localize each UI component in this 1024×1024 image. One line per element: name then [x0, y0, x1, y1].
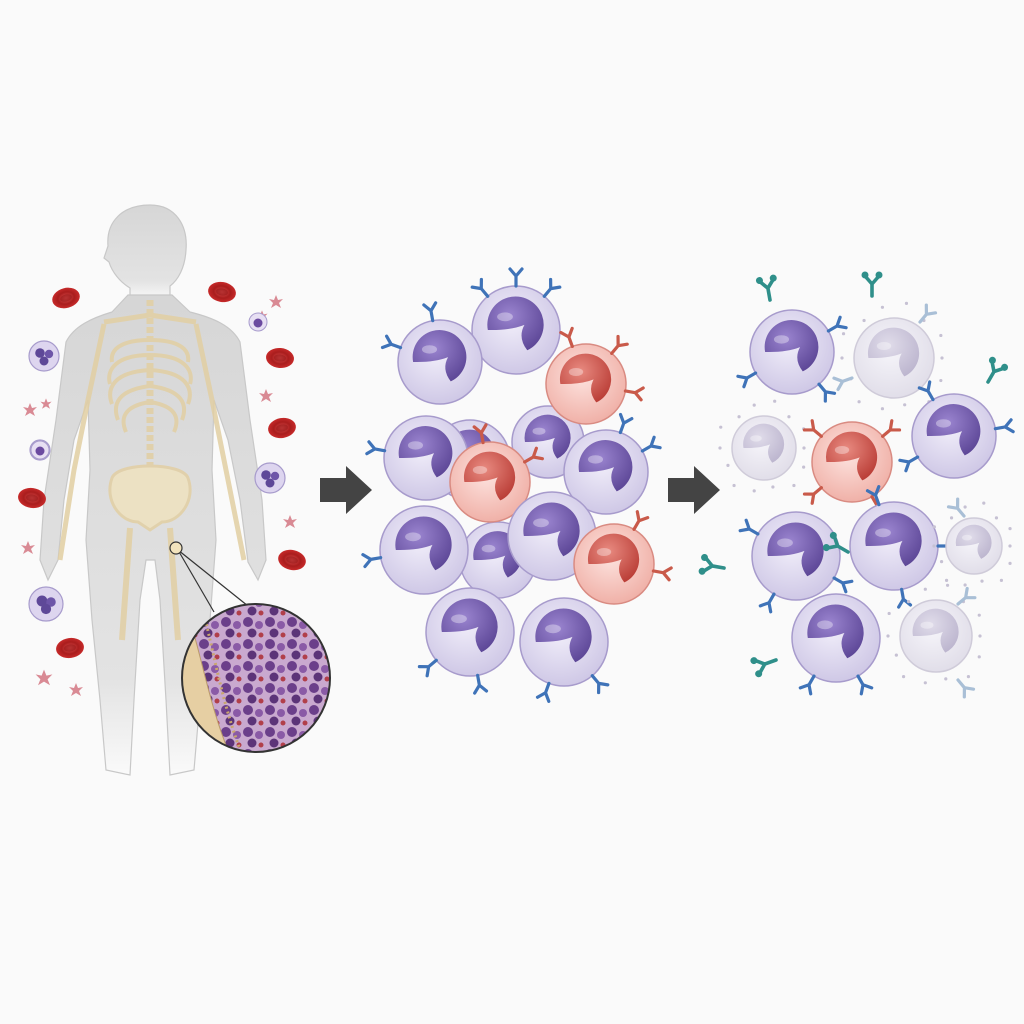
malignant-cell-icon: [573, 510, 673, 605]
receptor-icon: [832, 576, 854, 594]
dying-cell-icon: [932, 501, 1012, 587]
lymphocyte-icon: [563, 412, 662, 515]
dying-cell-icon: [886, 583, 982, 685]
red-blood-cell-icon: [18, 487, 46, 509]
receptor-icon: [473, 673, 489, 695]
receptor-icon: [917, 380, 935, 402]
red-blood-cell-icon: [278, 549, 306, 571]
receptor-icon: [897, 587, 913, 609]
arrow-right-icon: [320, 466, 372, 514]
malignant-cell-icon: [449, 423, 544, 523]
lymphocyte-icon: [849, 485, 957, 609]
receptor-icon: [758, 592, 776, 614]
malignant-expansion-panel: [361, 267, 673, 703]
receptor-icon: [798, 674, 816, 696]
receptor-icon: [365, 440, 387, 456]
receptor-icon: [590, 674, 610, 695]
red-blood-cell-icon: [56, 637, 84, 659]
receptor-icon: [802, 486, 823, 505]
skeleton-icon: [57, 300, 247, 641]
lymphocyte-icon: [380, 301, 483, 405]
magnifier-lines: [177, 549, 249, 613]
receptor-icon: [472, 423, 488, 445]
receptor-icon: [640, 435, 662, 453]
receptor-icon: [535, 681, 551, 703]
red-blood-cell-icon: [208, 281, 236, 303]
receptor-icon: [898, 455, 920, 473]
receptor-icon: [623, 386, 645, 402]
platelet-icon: [23, 403, 37, 416]
lymphocyte-icon: [365, 415, 469, 501]
platelet-icon: [69, 683, 83, 696]
receptor-icon: [918, 303, 938, 324]
malignant-cell-icon: [802, 419, 902, 516]
receptor-icon: [361, 553, 383, 569]
antibody-icon: [861, 271, 883, 298]
receptor-icon: [417, 658, 438, 678]
receptor-icon: [380, 334, 403, 350]
receptor-icon: [651, 566, 673, 582]
receptor-icon: [422, 301, 438, 323]
white-blood-cell-icon: [248, 312, 268, 332]
red-blood-cell-icon: [52, 287, 80, 309]
lymphocyte-icon: [738, 511, 854, 614]
white-blood-cell-icon: [254, 462, 286, 494]
antibody-icon: [986, 356, 1009, 384]
receptor-icon: [610, 334, 629, 355]
receptor-icon: [856, 674, 874, 696]
antibody-icon: [698, 553, 726, 575]
receptor-icon: [826, 315, 848, 333]
receptor-icon: [956, 586, 977, 606]
lymphocyte-icon: [898, 380, 1015, 479]
platelet-icon: [259, 389, 273, 402]
blood-components: [18, 281, 306, 696]
receptor-icon: [817, 382, 837, 403]
receptor-icon: [632, 510, 650, 531]
white-blood-cell-icon: [30, 440, 50, 460]
red-blood-cell-icon: [268, 417, 296, 439]
dying-cell-icon: [718, 399, 806, 493]
platelet-icon: [269, 295, 283, 308]
arrow-right-icon: [668, 466, 720, 514]
platelet-icon: [283, 515, 297, 528]
antibody-icon: [755, 274, 777, 302]
red-blood-cell-icon: [266, 347, 294, 369]
receptor-icon: [738, 518, 760, 536]
receptor-icon: [946, 497, 966, 518]
platelet-icon: [35, 669, 53, 686]
platelet-icon: [40, 398, 52, 409]
receptor-icon: [542, 277, 562, 298]
receptor-icon: [865, 485, 881, 507]
lymphocyte-icon: [470, 267, 562, 375]
receptor-icon: [559, 326, 574, 349]
lymphocyte-icon: [791, 593, 881, 696]
receptor-icon: [618, 412, 634, 435]
malignant-cell-icon: [545, 326, 645, 425]
lymphocyte-icon: [361, 505, 469, 595]
receptor-icon: [736, 371, 758, 389]
antibody-icon: [822, 531, 850, 554]
white-blood-cell-icon: [28, 340, 60, 372]
lymphocyte-icon: [417, 587, 515, 695]
receptor-icon: [956, 678, 976, 699]
white-blood-cell-icon: [28, 586, 64, 622]
receptor-icon: [523, 446, 544, 464]
dying-cell-icon: [840, 301, 944, 411]
body-panel: [18, 204, 331, 776]
platelet-icon: [21, 541, 35, 554]
receptor-icon: [802, 419, 823, 438]
receptor-icon: [993, 418, 1015, 434]
lymphocyte-icon: [736, 309, 848, 403]
receptor-icon: [881, 419, 902, 438]
receptor-icon: [832, 376, 854, 392]
receptor-icon: [470, 277, 490, 298]
lymphocyte-icon: [519, 597, 610, 703]
marrow-source-point: [169, 541, 183, 555]
antibody-icon: [750, 657, 778, 678]
receptor-icon: [508, 267, 524, 288]
targeted-clearance-panel: [698, 271, 1015, 699]
human-body-icon: [39, 204, 267, 776]
